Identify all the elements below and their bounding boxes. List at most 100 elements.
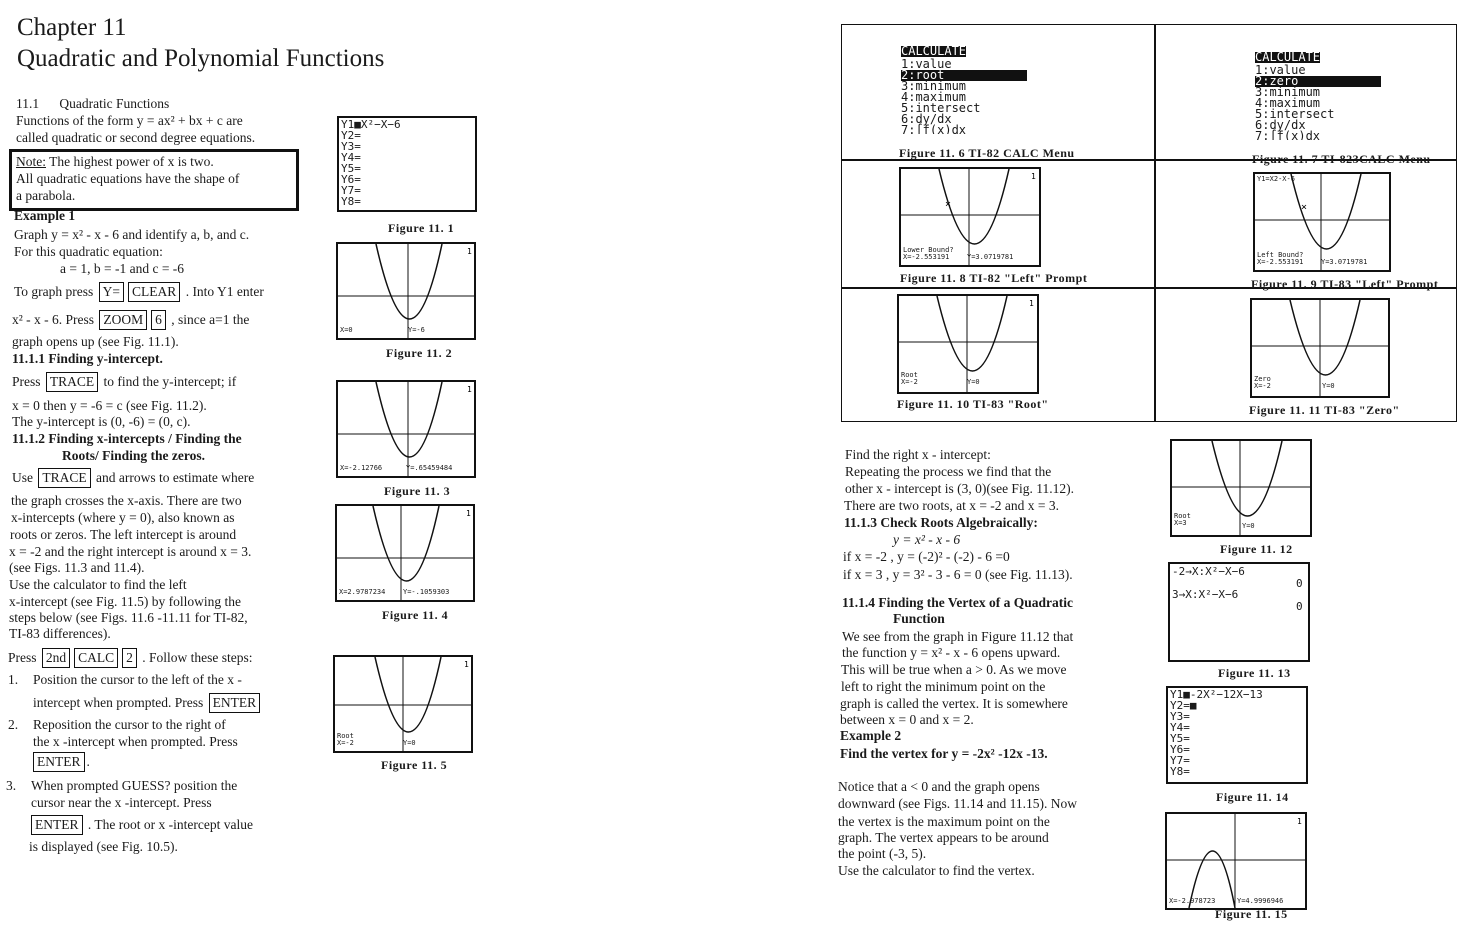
key-2nd: 2nd — [41, 648, 71, 668]
svg-text:1: 1 — [464, 660, 469, 669]
paragraph-line: (see Figs. 11.3 and 11.4). — [9, 560, 145, 575]
step-number: 1. — [8, 672, 19, 687]
home-line: 3→X:X²−X−6 — [1172, 588, 1239, 601]
example-2-heading: Example 2 — [840, 728, 902, 743]
use-trace-line: Use TRACE and arrows to estimate where — [12, 468, 254, 488]
section-heading-11-1-4: Function — [893, 611, 945, 626]
paragraph-line: x-intercept (see Fig. 11.5) by following… — [9, 594, 241, 609]
paragraph-line: steps below (see Figs. 11.6 -11.11 for T… — [9, 610, 248, 625]
paragraph-line: For this quadratic equation: — [14, 244, 163, 259]
trace-x: X=-2.553191 — [903, 253, 950, 261]
y-editor-line: Y1■-2X²−12X−13 — [1170, 688, 1263, 701]
note-line: a parabola. — [16, 188, 76, 203]
section-heading-11-1-3: 11.1.3 Check Roots Algebraically: — [844, 515, 1038, 530]
y-editor-line: Y8= — [341, 195, 361, 208]
paragraph-line: the point (-3, 5). — [838, 846, 927, 861]
trace-y: Y=.65459484 — [406, 464, 453, 472]
step-2-line: Reposition the cursor to the right of — [33, 717, 226, 732]
calc-menu-item: 5:intersect — [901, 101, 981, 115]
text: intercept when prompted. Press — [33, 695, 204, 710]
section-heading-11-1-2: 11.1.2 Finding x-intercepts / Finding th… — [12, 431, 242, 446]
home-line: -2→X:X²−X−6 — [1172, 565, 1245, 578]
text: . The root or x -intercept value — [87, 817, 253, 832]
svg-text:×: × — [945, 199, 951, 210]
key-6: 6 — [151, 310, 166, 330]
note-label: Note: — [16, 154, 46, 169]
figure-11-6-caption: Figure 11. 6 TI-82 CALC Menu — [899, 146, 1075, 160]
prompt-label: Left Bound? — [1257, 251, 1304, 259]
calc-menu-item: 2:root — [901, 69, 1027, 81]
figure-11-15-screen: 1 X=-2.978723 Y=4.9996946 — [1165, 812, 1307, 910]
calc-menu-item: 6:dy/dx — [1255, 118, 1306, 132]
figure-11-4-caption: Figure 11. 4 — [382, 608, 449, 622]
paragraph-line: x = -2 and the right intercept is around… — [9, 544, 252, 559]
figure-11-9-screen: × Y1=X2-X-6 Left Bound? X=-2.553191 Y=3.… — [1253, 172, 1391, 272]
figure-11-12-caption: Figure 11. 12 — [1220, 542, 1293, 556]
menu-title: CALCULATE — [1255, 50, 1321, 64]
grid-divider — [1154, 25, 1156, 421]
figure-11-2-screen: 1 X=0 Y=-6 — [336, 242, 476, 340]
paragraph-line: graph opens up (see Fig. 11.1). — [12, 334, 179, 349]
key-clear: CLEAR — [128, 282, 181, 302]
parabola-graph: 1 — [899, 296, 1037, 392]
text: Use — [12, 470, 33, 485]
paragraph-line: the function y = x² - x - 6 opens upward… — [842, 645, 1061, 660]
trace-instruction: Press TRACE to find the y-intercept; if — [12, 372, 236, 392]
figure-11-8-screen: 1 × Lower Bound? X=-2.553191 Y=3.0719781 — [899, 167, 1041, 267]
section-number: 11.1 — [16, 96, 40, 111]
svg-text:×: × — [1301, 202, 1307, 213]
home-result: 0 — [1296, 577, 1303, 590]
example-1-heading: Example 1 — [14, 208, 76, 223]
step-3-line: ENTER . The root or x -intercept value — [29, 815, 253, 835]
chapter-label: Chapter 11 — [17, 14, 127, 41]
step-number: 2. — [8, 717, 19, 732]
paragraph-line: Use the calculator to find the vertex. — [838, 863, 1035, 878]
paragraph-line: There are two roots, at x = -2 and x = 3… — [844, 498, 1060, 513]
paragraph-line: the graph crosses the x-axis. There are … — [11, 493, 242, 508]
section-title: Quadratic Functions — [59, 96, 170, 111]
paragraph-line: The y-intercept is (0, -6) = (0, c). — [12, 414, 191, 429]
coefficients-line: a = 1, b = -1 and c = -6 — [60, 261, 185, 276]
equation-line: y = x² - x - 6 — [893, 532, 961, 547]
root-label: Root — [901, 371, 918, 379]
figure-11-11-screen: Zero X=-2 Y=0 — [1250, 298, 1390, 398]
paragraph-line: x-intercepts (where y = 0), also known a… — [11, 510, 235, 525]
text: , since a=1 the — [171, 312, 250, 327]
figure-11-4-screen: 1 X=2.9787234 Y=-.1059303 — [335, 504, 475, 602]
figure-11-10-screen: 1 Root X=-2 Y=0 — [897, 294, 1039, 394]
parabola-graph: 1 — [338, 382, 474, 476]
key-enter: ENTER — [208, 693, 261, 713]
step-3-line: cursor near the x -intercept. Press — [31, 795, 212, 810]
figure-11-1-caption: Figure 11. 1 — [388, 221, 455, 235]
calc-menu-item: 4:maximum — [1255, 96, 1321, 110]
paragraph-line: graph. The vertex appears to be around — [838, 830, 1049, 845]
section-heading-11-1-1: 11.1.1 Finding y-intercept. — [12, 351, 163, 366]
text: . Into Y1 enter — [185, 284, 264, 299]
calc-menu-item: 7:∫f(x)dx — [901, 123, 967, 134]
y-editor-line: Y4= — [341, 151, 361, 164]
paragraph-line: if x = -2 , y = (-2)² - (-2) - 6 =0 — [843, 549, 1010, 564]
paragraph-line: Use the calculator to find the left — [9, 577, 187, 592]
parabola-graph — [1172, 441, 1310, 535]
text: x² - x - 6. Press — [12, 312, 95, 327]
y-editor-line: Y5= — [1170, 732, 1190, 745]
calc-menu-item: 5:intersect — [1255, 107, 1335, 121]
figure-11-9-caption: Figure 11. 9 TI-83 "Left" Prompt — [1251, 277, 1439, 291]
calc-menu-item: 7:∫f(x)dx — [1255, 129, 1321, 140]
section-heading-11-1: 11.1 Quadratic Functions — [16, 95, 169, 112]
trace-y: Y=4.9996946 — [1237, 897, 1284, 905]
figure-11-3-screen: 1 X=-2.12766 Y=.65459484 — [336, 380, 476, 478]
key-trace: TRACE — [45, 372, 99, 392]
paragraph-line: left to right the minimum point on the — [841, 679, 1046, 694]
trace-x: X=-2 — [901, 378, 918, 386]
figure-11-2-caption: Figure 11. 2 — [386, 346, 453, 360]
menu-title: CALCULATE — [901, 44, 967, 58]
paragraph-line: Notice that a < 0 and the graph opens — [838, 779, 1040, 794]
figure-grid — [841, 24, 1457, 422]
